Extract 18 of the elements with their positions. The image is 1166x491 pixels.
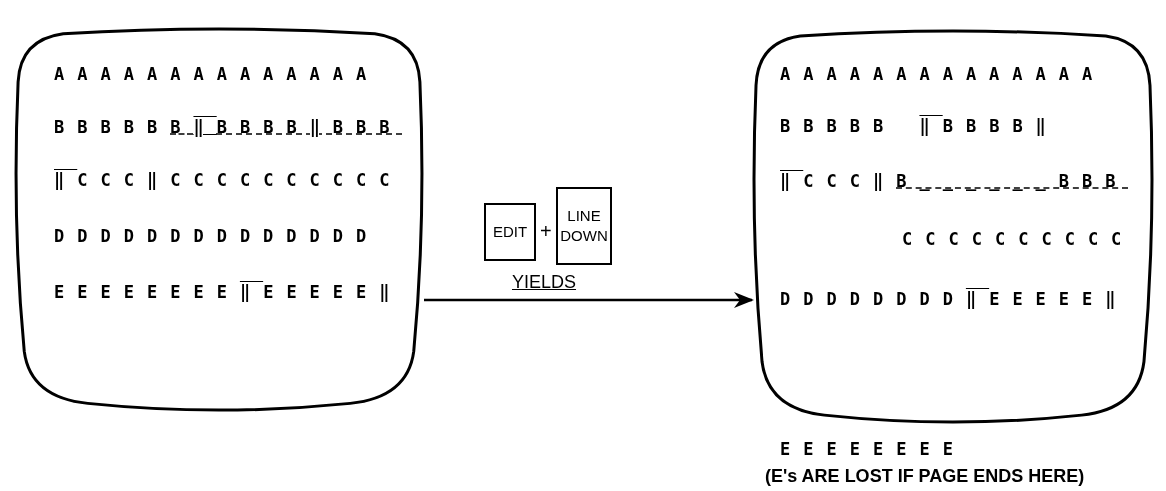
key-box: EDIT (484, 203, 536, 261)
text-row: ‖CCC‖B______BBB (780, 170, 1129, 192)
text-row: AAAAAAAAAAAAAA (780, 63, 1106, 85)
text-row: DDDDDDDD‖EEEEE‖ (780, 288, 1129, 310)
display-screen (752, 30, 1154, 425)
key-box: LINE DOWN (556, 187, 612, 265)
text-row: AAAAAAAAAAAAAA (54, 63, 380, 85)
text-row: EEEEEEEE (780, 438, 966, 460)
text-row: BBBBB ‖BBBB‖ (780, 115, 1059, 137)
arrow (424, 292, 754, 308)
plus-sign: + (540, 220, 552, 243)
edge-label: YIELDS (510, 272, 579, 293)
text-row: CCCCCCCCCC (902, 228, 1135, 250)
display-screen (14, 28, 424, 413)
note: (E's ARE LOST IF PAGE ENDS HERE) (765, 466, 1085, 487)
text-row: ‖CCC‖CCCCCCCCCC (54, 169, 403, 191)
text-row: DDDDDDDDDDDDDD (54, 225, 380, 247)
text-row: EEEEEEEE‖EEEEE‖ (54, 281, 403, 303)
